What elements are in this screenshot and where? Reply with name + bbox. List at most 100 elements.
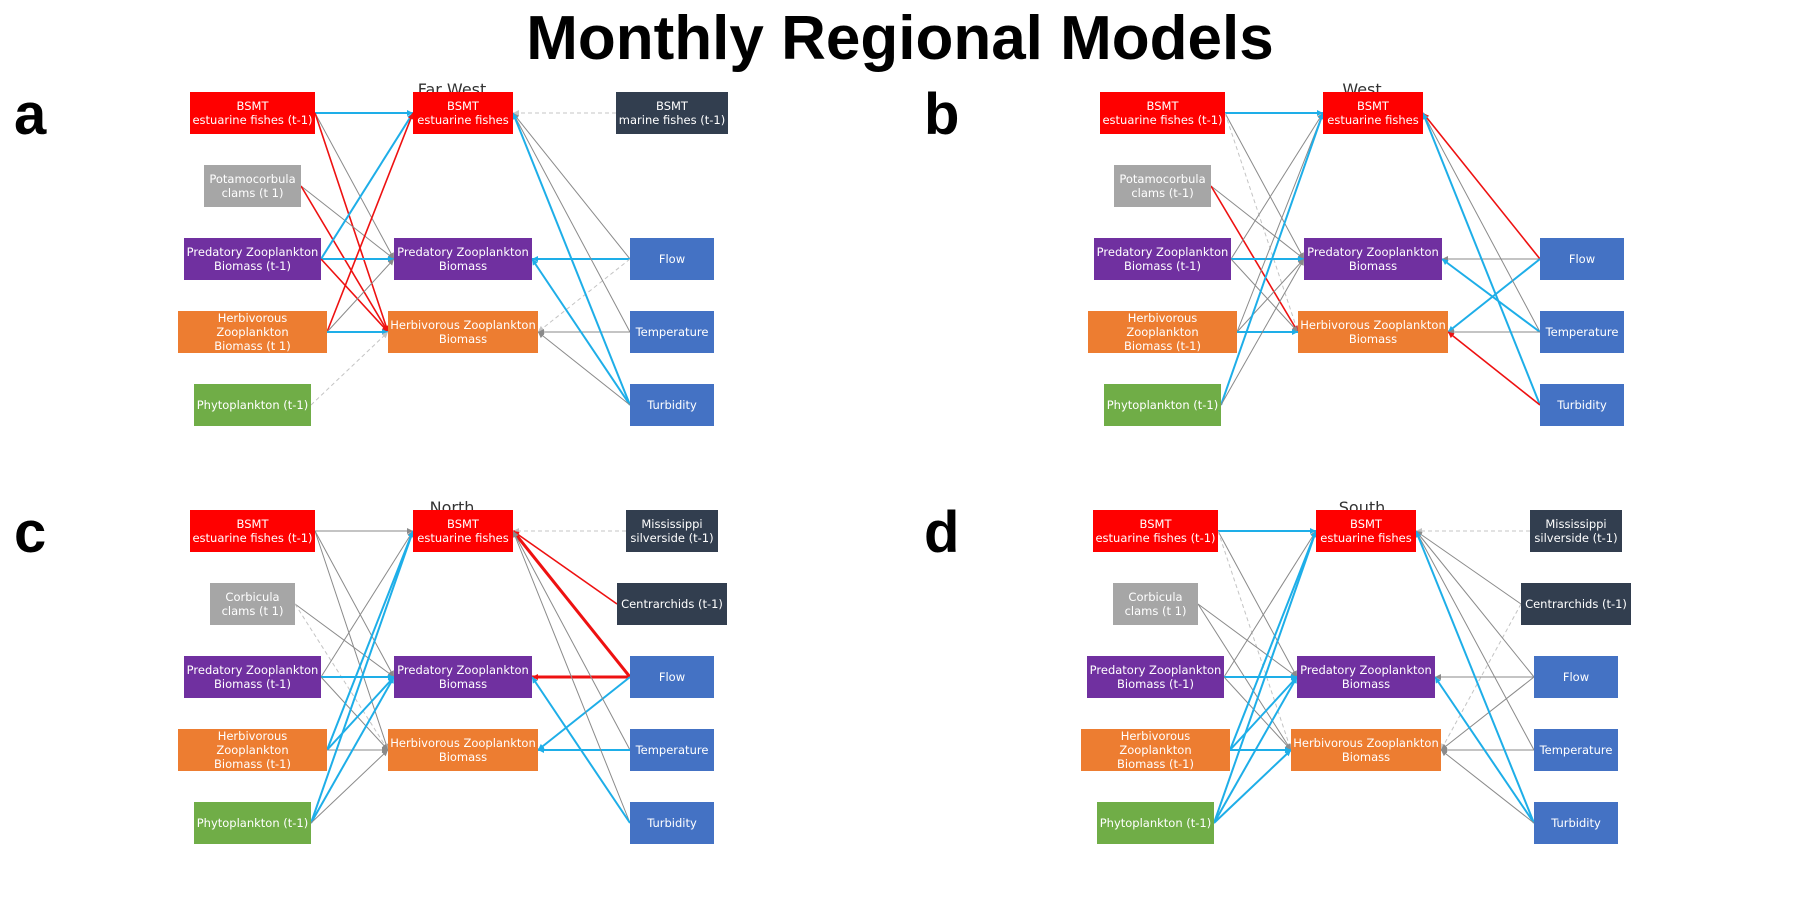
edge-arrowhead [532,677,538,684]
edge-arrowhead [1284,750,1291,757]
node-M3: Herbivorous Zooplankton Biomass [1298,311,1448,353]
node-R4: Turbidity [1540,384,1624,426]
node-R4: Turbidity [630,802,714,844]
edge-arrowhead [1435,677,1441,684]
figure-title: Monthly Regional Models [526,4,1274,73]
edge-R4-to-M1 [1422,112,1541,406]
edge-arrowhead [1442,259,1449,265]
edge-L2-to-M2 [1210,185,1305,260]
edge-arrowhead [408,531,414,538]
node-M2: Predatory Zooplankton Biomass [1304,238,1442,280]
edge-L3-to-M1 [1230,112,1324,260]
edge-R2-to-M1 [512,112,631,260]
node-M3: Herbivorous Zooplankton Biomass [388,729,538,771]
edge-L3-to-M3 [320,258,389,333]
panel-b: b West BSMT estuarine fishes (t-1) Potam… [910,75,1800,495]
edge-L3-to-M1 [320,112,414,260]
edge-L4-to-M1 [326,530,414,751]
edge-arrowhead [408,113,414,120]
node-L1: BSMT estuarine fishes (t-1) [190,92,315,134]
node-L2: Potamocorbula clams (t-1) [1114,165,1211,207]
edge-R3-to-M1 [1415,530,1535,751]
edge-arrowhead [1317,110,1323,116]
edge-L4-to-M1 [1236,112,1324,333]
edge-L3-to-M1 [1223,530,1317,678]
node-R1: Centrarchids (t-1) [617,583,727,625]
panel-letter: c [14,500,47,565]
edge-L1-to-M2 [314,530,395,678]
node-L4: Herbivorous Zooplankton Biomass (t-1) [1081,729,1230,771]
edge-arrowhead [512,113,519,120]
node-L2: Corbicula clams (t 1) [210,583,295,625]
edge-layer [1210,110,1541,406]
edge-arrowhead [513,110,519,116]
edge-R2-to-M1 [1415,530,1535,678]
edge-arrowhead [1298,256,1304,262]
edge-L5-to-M2 [310,676,395,824]
edge-arrowhead [1448,332,1455,339]
node-L4: Herbivorous Zooplankton Biomass (t 1) [178,311,327,353]
edge-L5-to-M3 [1213,749,1292,824]
edge-arrowhead [1422,113,1429,120]
edge-L1-to-M2 [1217,530,1298,678]
node-L1: BSMT estuarine fishes (t-1) [1100,92,1225,134]
node-R0: Mississippi silverside (t-1) [1530,510,1622,552]
node-M1: BSMT estuarine fishes [413,92,513,134]
node-M2: Predatory Zooplankton Biomass [394,656,532,698]
edge-L1-to-M2 [1224,112,1305,260]
edge-arrowhead [381,750,388,757]
edge-L4-to-M2 [1236,258,1305,333]
panel-c: c North BSMT estuarine fishes (t-1) Corb… [0,493,890,913]
panel-a: a Far West BSMT estuarine fishes (t-1) P… [0,75,890,495]
edge-arrowhead [381,743,388,750]
edge-R4-to-M3 [537,331,631,406]
edge-arrowhead [1291,677,1297,684]
edge-L5-to-M1 [1213,530,1317,824]
panel-letter: a [14,82,47,147]
node-R2: Flow [630,656,714,698]
edge-R2-to-M3 [537,676,631,751]
edge-L5-to-M3 [310,331,389,406]
edge-R2-to-M1 [1422,112,1541,260]
panel-d: d South BSMT estuarine fishes (t-1) Corb… [910,493,1800,913]
panel-letter: d [924,500,960,565]
edge-L1-to-M2 [314,112,395,260]
edge-L2-to-M2 [300,185,395,260]
node-R4: Turbidity [630,384,714,426]
edge-arrowhead [407,528,413,534]
node-M3: Herbivorous Zooplankton Biomass [1291,729,1441,771]
edge-R4-to-M2 [531,258,631,406]
edge-L3-to-M1 [320,530,414,678]
edge-arrowhead [1291,325,1298,332]
edge-L5-to-M3 [310,749,389,824]
edge-arrowhead [388,256,394,262]
node-R4: Turbidity [1534,802,1618,844]
edge-R4-to-M1 [1415,530,1535,824]
edge-arrowhead [1415,531,1422,538]
node-M3: Herbivorous Zooplankton Biomass [388,311,538,353]
node-L2: Potamocorbula clams (t 1) [204,165,301,207]
edge-R2-to-M3 [537,258,631,333]
edge-L4-to-M2 [326,258,395,333]
edge-L5-to-M1 [310,530,414,824]
node-M1: BSMT estuarine fishes [413,510,513,552]
edge-R4-to-M2 [1434,676,1535,824]
node-M1: BSMT estuarine fishes [1316,510,1416,552]
node-R2: Flow [1540,238,1624,280]
node-L3: Predatory Zooplankton Biomass (t-1) [184,656,321,698]
node-L1: BSMT estuarine fishes (t-1) [1093,510,1218,552]
edge-arrowhead [387,259,394,266]
edge-R4-to-M3 [1447,331,1541,406]
edge-arrowhead [1311,531,1317,538]
edge-R3-to-M2 [1441,258,1541,333]
node-R0: Mississippi silverside (t-1) [626,510,718,552]
edge-R4-to-M2 [531,676,631,824]
edge-L5-to-M2 [1213,676,1298,824]
edge-R2-to-M1 [511,530,632,678]
edge-L1-to-M3 [1217,530,1292,751]
node-L4: Herbivorous Zooplankton Biomass (t-1) [178,729,327,771]
edge-R4-to-M3 [1440,749,1535,824]
edge-R1-to-M1 [1415,530,1522,605]
edge-L3-to-M3 [1230,258,1299,333]
edge-layer [1197,528,1535,824]
